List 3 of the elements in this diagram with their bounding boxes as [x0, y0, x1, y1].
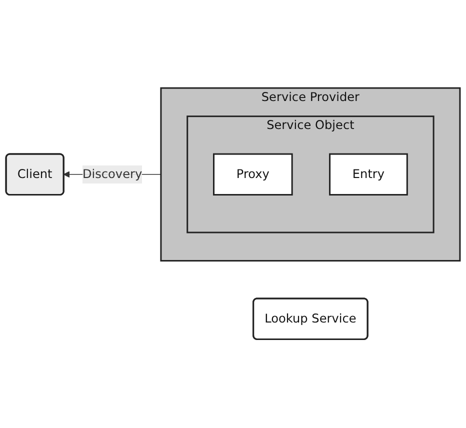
edge-label: Discovery	[82, 167, 142, 182]
node-box: Entry	[329, 154, 408, 196]
node-box: Proxy	[213, 154, 293, 196]
